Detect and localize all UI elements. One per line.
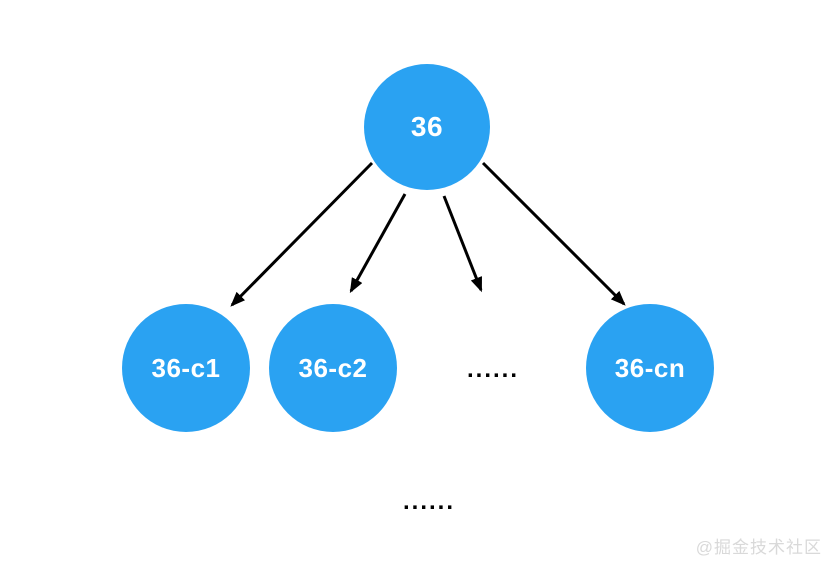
node-child-cn: 36-cn	[586, 304, 714, 432]
watermark-text: @掘金技术社区	[695, 538, 822, 557]
ellipsis-between-children: ......	[466, 356, 519, 383]
node-child-c2-label: 36-c2	[298, 352, 368, 383]
node-child-c1-label: 36-c1	[151, 352, 221, 383]
arrow-root-to-cn	[481, 161, 626, 306]
node-child-cn-label: 36-cn	[614, 352, 686, 383]
node-root: 36	[364, 64, 490, 190]
node-root-label: 36	[410, 111, 444, 142]
arrow-root-to-c2	[349, 193, 407, 294]
node-child-c1: 36-c1	[122, 304, 250, 432]
arrow-root-to-c1	[230, 161, 374, 307]
arrow-root-to-ellipsis	[442, 195, 483, 293]
ellipsis-bottom: ......	[402, 488, 455, 515]
node-child-c2: 36-c2	[269, 304, 397, 432]
